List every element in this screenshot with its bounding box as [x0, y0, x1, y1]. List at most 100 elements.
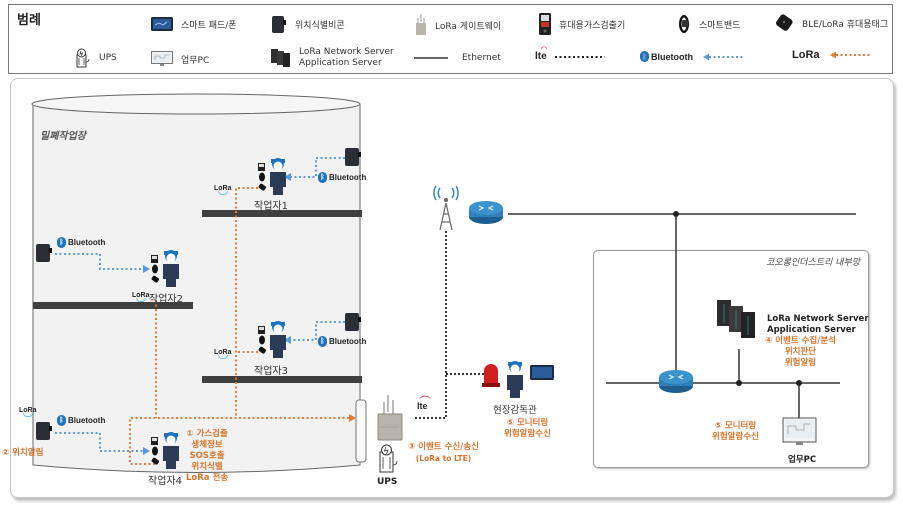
- legend-label-gas-detector: 휴대용가스검출기: [559, 20, 626, 31]
- lora-tag-worker3: LoRa: [214, 349, 232, 359]
- beacon-icon: [345, 148, 361, 166]
- bluetooth-icon: ᛒ: [640, 51, 649, 62]
- router-icon-inner: [659, 370, 693, 393]
- bluetooth-icon: ᛒ: [318, 336, 327, 347]
- legend-label-server-line2: Application Server: [299, 58, 382, 68]
- smart-band-icon: [679, 15, 689, 33]
- lte-dotted-line-icon: [554, 55, 605, 58]
- beacon-icon: [345, 313, 361, 331]
- worker-label-3: 작업자3: [254, 366, 288, 377]
- supervisor-label: 현장감독관: [493, 405, 537, 416]
- inner-network-box: 코오롱인더스트리 내부망: [593, 250, 869, 468]
- legend-label-ups: UPS: [99, 53, 117, 63]
- lora-arrow-icon: [829, 51, 870, 59]
- lte-links: [415, 230, 484, 419]
- note-step5-supervisor: ⑤ 모니터링 위험알람수신: [504, 418, 551, 440]
- lte-icon: ◠lte: [535, 46, 548, 62]
- work-pc-icon: [151, 51, 173, 66]
- beacons: [36, 148, 361, 440]
- server-label: LoRa Network Server Application Server: [767, 314, 869, 336]
- note-step3-line: (LoRa to LTE): [415, 454, 472, 463]
- server-label-line1: LoRa Network Server: [767, 314, 869, 324]
- legend-item-smart-band: 스마트밴드: [677, 14, 740, 34]
- legend-label-work-pc: 업무PC: [181, 55, 210, 66]
- note-step1-line: LoRa 전송: [186, 473, 229, 483]
- legend-item-ethernet: Ethernet: [414, 53, 501, 63]
- lora-tag-worker2: LoRa: [132, 292, 150, 302]
- legend-item-bluetooth: ᛒ Bluetooth: [640, 51, 743, 62]
- note-step1: ① 가스검출 생체정보 SOS호출 위치식별 LoRa 전송: [186, 429, 228, 484]
- siren-icon: [482, 364, 500, 387]
- bluetooth-arrow-heads: [143, 173, 291, 455]
- beacon-icon: [36, 244, 52, 262]
- worker-label-4: 작업자4: [148, 476, 182, 487]
- bluetooth-icon: ᛒ: [57, 415, 66, 426]
- lora-icon: LoRa: [792, 49, 820, 61]
- bluetooth-icon: ᛒ: [57, 237, 66, 248]
- lora-links: [129, 187, 350, 465]
- legend-item-lora: LoRa: [792, 49, 870, 61]
- worker-label-2: 작업자2: [149, 294, 183, 305]
- ups-icon: [76, 48, 90, 68]
- legend-item-ble-lora-tag: BLE/LoRa 휴대용태그: [774, 14, 888, 32]
- bluetooth-arrow-icon: [703, 53, 743, 60]
- legend-item-work-pc: 업무PC: [151, 51, 209, 67]
- ups-icon: [379, 444, 398, 473]
- legend-label-smart-pad: 스마트 패드/폰: [181, 20, 237, 31]
- lora-tag-beacon4: LoRa: [19, 407, 37, 417]
- note-step1-line: ① 가스검출: [186, 429, 228, 439]
- note-step2: ② 위치알림: [2, 448, 44, 458]
- note-step4: ④ 이벤트 수집/분석 위치판단 위험알림: [765, 336, 836, 369]
- note-step4-line: 위험알림: [784, 358, 817, 368]
- floor-level-2: [33, 302, 193, 309]
- server-icon: [271, 49, 290, 67]
- legend-title: 범례: [17, 13, 41, 28]
- server-label-line2: Application Server: [767, 325, 856, 335]
- bt-link-worker4: [55, 432, 144, 452]
- note-step5-line: ⑤ 모니터링: [714, 421, 757, 431]
- note-step1-line: 위치식별: [191, 462, 223, 472]
- legend-item-smart-pad: 스마트 패드/폰: [151, 17, 237, 31]
- beacon-icon: [36, 422, 52, 440]
- legend-item-lte: ◠lte: [535, 46, 605, 62]
- wall-passthrough: [355, 399, 367, 463]
- legend-item-ups: UPS: [75, 48, 117, 68]
- note-step1-line: 생체정보: [191, 440, 223, 450]
- ethernet-junctions: [673, 211, 802, 386]
- lora-tag-worker1: LoRa: [214, 185, 232, 195]
- note-step5-line: 위험알람수신: [712, 432, 759, 442]
- note-step3: ③ 이벤트 수신/송신 (LoRa to LTE): [408, 442, 479, 464]
- smart-pad-icon: [151, 17, 173, 31]
- floor-level-1: [202, 210, 362, 217]
- floor-level-3: [202, 376, 362, 383]
- legend-label-server-line1: LoRa Network Server: [299, 47, 394, 57]
- note-step1-line: SOS호출: [189, 451, 225, 461]
- lora-arrow-head: [349, 414, 356, 422]
- legend-label-ethernet: Ethernet: [462, 53, 501, 63]
- note-step5-line: 위험알람수신: [504, 429, 551, 439]
- ups-label: UPS: [377, 477, 398, 487]
- legend-label-lora-gateway: LoRa 게이트웨이: [435, 21, 502, 32]
- router-icon-upper: [469, 201, 503, 224]
- bluetooth-icon: ᛒ: [318, 172, 327, 183]
- ble-lora-tag-icon: [776, 14, 793, 31]
- supervisor-icon: [507, 361, 523, 398]
- lora-gateway-icon: [416, 14, 426, 35]
- smart-pad-icon: [530, 365, 554, 380]
- bt-link-worker1: [290, 157, 345, 178]
- gas-detector-icon: [539, 13, 551, 35]
- bluetooth-links: [55, 157, 345, 452]
- legend-label-bluetooth: Bluetooth: [651, 51, 693, 62]
- server-icon: [717, 300, 755, 338]
- bt-link-worker3: [290, 321, 345, 341]
- inner-network-title: 코오롱인더스트리 내부망: [766, 258, 860, 268]
- bt-link-worker2: [55, 253, 144, 270]
- beacon-icon: [272, 16, 286, 33]
- note-step5-pc: ⑤ 모니터링 위험알람수신: [712, 421, 759, 443]
- note-step4-line: ④ 이벤트 수집/분석: [765, 336, 836, 346]
